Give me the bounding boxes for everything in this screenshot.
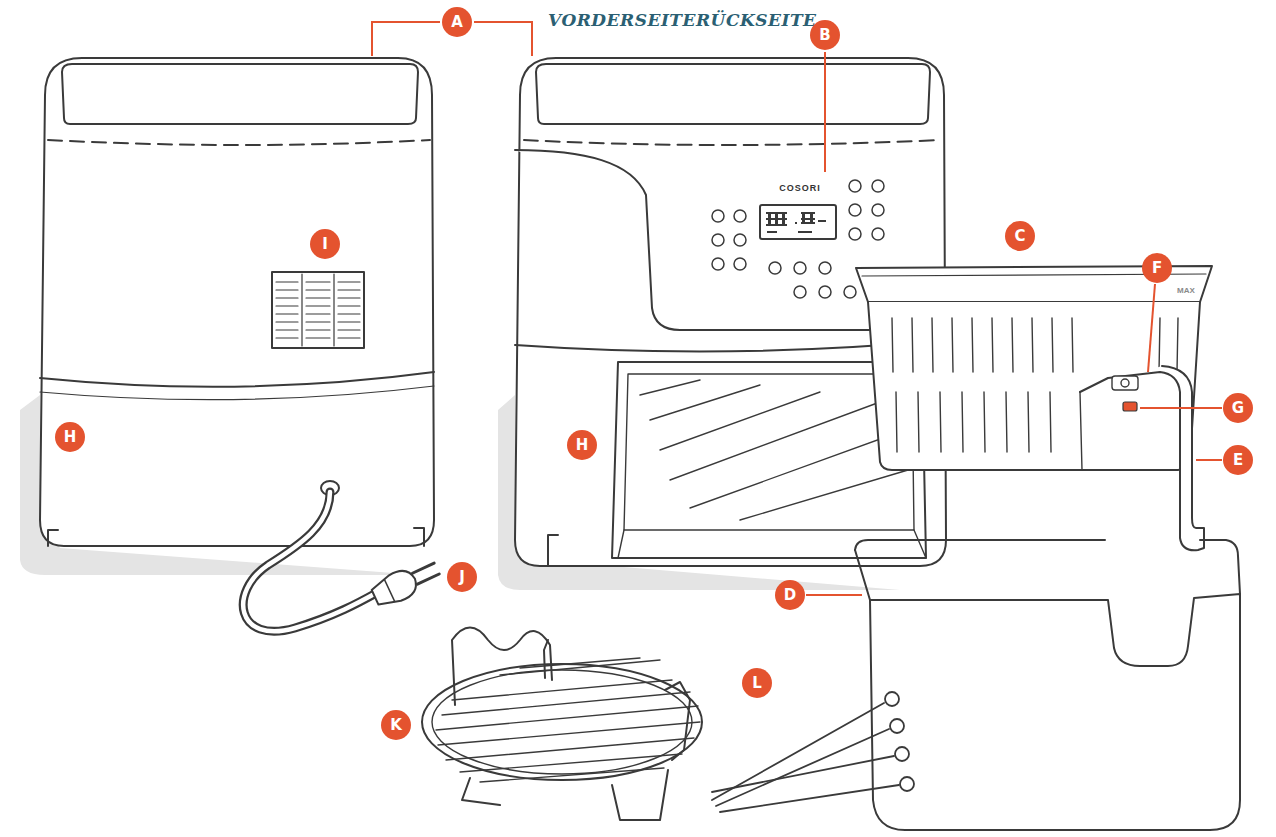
callout-letter: L	[742, 668, 772, 698]
callout-letter: I	[310, 229, 340, 259]
callout-letter: F	[1142, 253, 1172, 283]
callout-letter: A	[442, 7, 472, 37]
callout-letter: C	[1005, 221, 1035, 251]
callout-letter: H	[55, 422, 85, 452]
callout-letter: J	[447, 562, 477, 592]
max-fill-mark: MAX	[1177, 286, 1195, 295]
callout-letter: K	[381, 710, 411, 740]
callout-letter: B	[810, 20, 840, 50]
callout-letter: G	[1223, 393, 1253, 423]
callout-letter: E	[1223, 445, 1253, 475]
callout-letter: H	[567, 430, 597, 460]
callout-letter: D	[775, 580, 805, 610]
heading: VORDERSEITERÜCKSEITE	[548, 10, 817, 30]
brand-name: COSORI	[779, 183, 821, 193]
